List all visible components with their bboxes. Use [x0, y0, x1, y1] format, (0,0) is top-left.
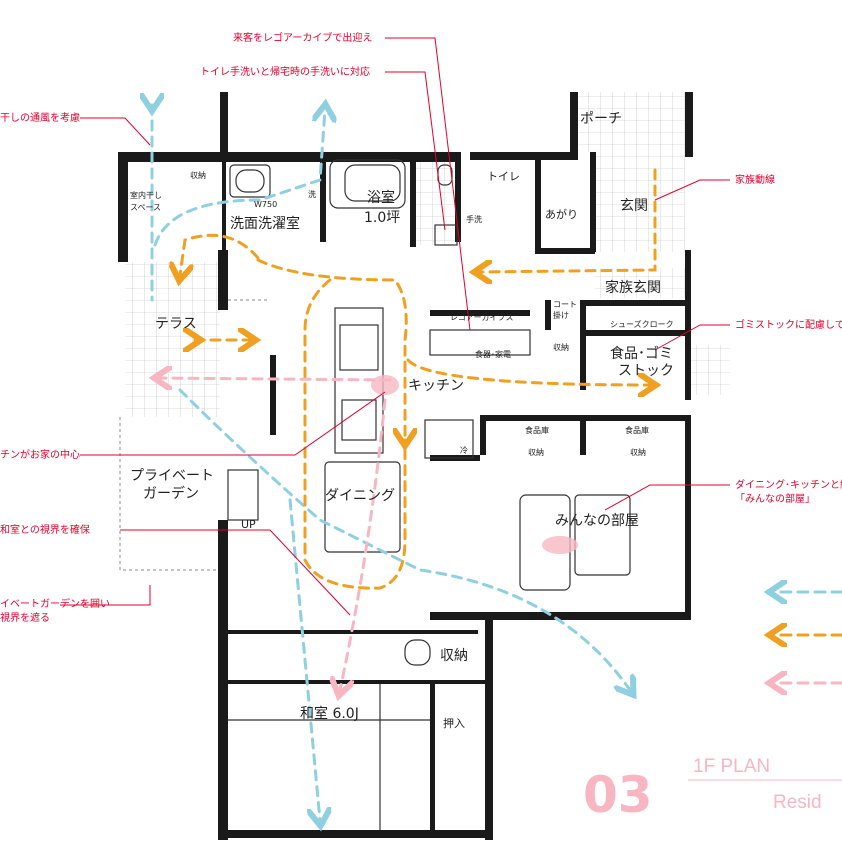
highlight-blobs	[371, 375, 578, 554]
label-storage-b: 収納	[630, 447, 646, 457]
annotation-leaders	[60, 37, 730, 616]
annotation-garden-block: 視界を遮る	[0, 611, 50, 624]
tiled-areas	[125, 92, 730, 417]
room-food-storage: 食品･ゴミ	[610, 345, 673, 362]
label-storage-small: 収納	[190, 170, 206, 180]
label-storage-kitchen: 収納	[553, 342, 569, 352]
label-pantry-a: 食品庫	[525, 425, 549, 435]
room-storage: 収納	[440, 648, 468, 664]
room-food-storage-2: ストック	[618, 363, 674, 379]
room-agari: あがり	[545, 207, 578, 221]
room-porch: ポーチ	[580, 111, 622, 127]
legend	[775, 592, 842, 683]
label-storage-a: 収納	[528, 447, 544, 457]
room-laundry: 洗面洗濯室	[230, 215, 300, 232]
annotation-toilet-wash: トイレ手洗いと帰宅時の手洗いに対応	[200, 65, 370, 78]
room-entrance: 玄関	[620, 197, 648, 214]
room-private-garden-2: ガーデン	[143, 485, 199, 502]
title-sub: Resid	[773, 792, 822, 813]
room-terrace: テラス	[155, 316, 197, 332]
label-w750: W750	[254, 200, 277, 209]
room-oshiire: 押入	[443, 716, 465, 730]
annotation-family-flow: 家族動線	[735, 173, 775, 186]
annotation-ventilation: 干しの通風を考慮	[0, 111, 80, 124]
label-coat: コート	[553, 300, 577, 309]
room-toilet: トイレ	[487, 170, 520, 183]
title-number: 03	[583, 766, 653, 824]
annotation-guests: 来客をレゴアーカイブで出迎え	[233, 31, 372, 44]
label-pantry-b: 食品庫	[625, 425, 649, 435]
furniture	[227, 159, 631, 830]
room-family-entrance: 家族玄関	[605, 279, 661, 296]
room-dining: ダイニング	[325, 488, 395, 504]
room-labels: ポーチ 玄関 家族玄関 トイレ あがり 浴室 1.0坪 洗面洗濯室 テラス キッ…	[130, 111, 674, 730]
annotations: 来客をレゴアーカイブで出迎え トイレ手洗いと帰宅時の手洗いに対応 干しの通風を考…	[0, 31, 842, 624]
annotation-japanese-view: 和室との視界を確保	[0, 523, 90, 536]
plan-title: 03 1F PLAN Resid	[583, 756, 842, 824]
room-private-garden: プライベート	[130, 468, 214, 484]
label-up: UP	[241, 518, 256, 531]
annotation-dining-kitchen: ダイニング･キッチンと続	[735, 478, 842, 491]
flow-lines	[152, 105, 655, 820]
label-regoa-cabinet: レゴアーカイブス	[450, 312, 514, 322]
annotation-kitchen-center: チンがお家の中心	[0, 448, 80, 461]
room-kitchen: キッチン	[408, 378, 464, 394]
label-indoor-drying: 室内干し	[130, 190, 162, 200]
room-living: みんなの部屋	[555, 513, 639, 529]
annotation-garbage: ゴミストックに配慮して	[735, 318, 842, 331]
label-dish-appliance: 食器･家電	[475, 349, 511, 359]
label-fridge: 冷	[460, 445, 468, 455]
annotation-garden-enclose: イベートガーデンを囲い	[0, 597, 110, 610]
label-coat-2: 掛け	[553, 310, 569, 320]
room-japanese: 和室 6.0J	[300, 705, 359, 722]
room-bath-size: 1.0坪	[364, 210, 400, 226]
room-bath: 浴室	[367, 189, 395, 206]
dashed-boundary	[119, 299, 270, 571]
fixture-labels: 室内干し スペース 収納 W750 洗 手洗 レゴアーカイブス コート 掛け シ…	[130, 170, 674, 531]
label-wash: 洗	[308, 189, 316, 199]
walls	[118, 92, 693, 840]
label-shoes-cloak: シューズクローク	[610, 319, 674, 329]
annotation-minna: 「みんなの部屋」	[735, 492, 815, 505]
label-handwash: 手洗	[466, 214, 482, 224]
label-indoor-drying-2: スペース	[130, 203, 161, 212]
title-plan: 1F PLAN	[693, 756, 770, 777]
